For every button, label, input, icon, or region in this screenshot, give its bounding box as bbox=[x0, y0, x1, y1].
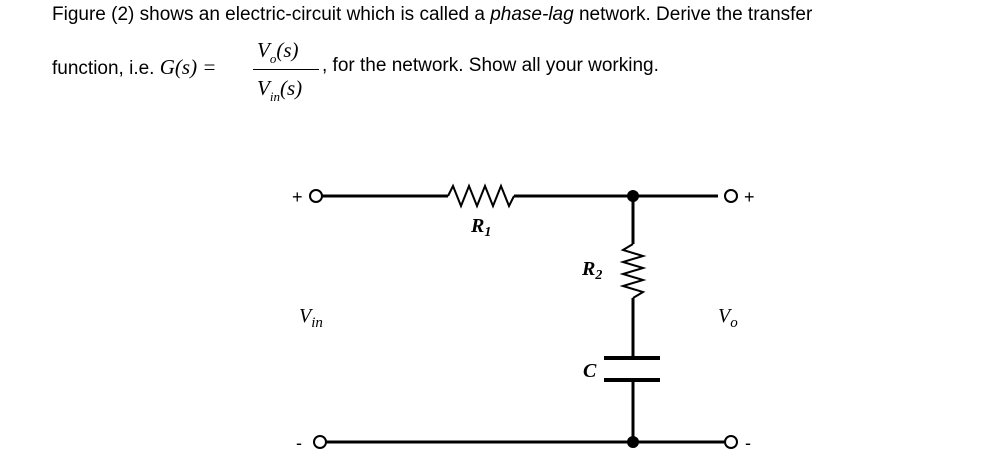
junction-bottom bbox=[627, 436, 639, 448]
fraction-numerator: Vo(s) bbox=[257, 38, 299, 66]
r1-label: R1 bbox=[470, 215, 491, 240]
terminal-minus-left: - bbox=[296, 433, 302, 453]
resistor-r2 bbox=[619, 243, 647, 299]
transfer-function-fraction: Vo(s) Vin(s) bbox=[253, 38, 321, 108]
c-label: C bbox=[583, 360, 597, 382]
vo-label: Vo bbox=[718, 305, 738, 331]
terminal-left-bottom bbox=[313, 435, 327, 449]
terminal-minus-right: - bbox=[745, 433, 751, 453]
fraction-bar bbox=[253, 69, 319, 70]
r2-label: R2 bbox=[581, 258, 602, 283]
question-text-function: function, i.e. bbox=[52, 58, 160, 79]
question-text-italic: phase-lag bbox=[490, 4, 574, 25]
terminal-right-bottom bbox=[724, 435, 738, 449]
terminal-right-top bbox=[724, 189, 738, 203]
question-text-a: Figure (2) shows an electric-circuit whi… bbox=[52, 4, 491, 25]
vin-label: Vin bbox=[299, 305, 323, 331]
resistor-r1 bbox=[447, 183, 515, 209]
fraction-denominator: Vin(s) bbox=[257, 76, 303, 104]
terminal-plus-right: + bbox=[744, 187, 755, 207]
terminal-plus-left: + bbox=[292, 187, 303, 207]
terminal-left-top bbox=[309, 189, 323, 203]
question-text-b: network. Derive the transfer bbox=[573, 4, 813, 25]
question-line-1: Figure (2) shows an electric-circuit whi… bbox=[52, 4, 812, 26]
transfer-function-symbol: G(s) = bbox=[159, 55, 217, 79]
question-text-end: , for the network. Show all your working… bbox=[322, 55, 659, 76]
question-line-2: function, i.e. G(s) = bbox=[52, 55, 216, 80]
